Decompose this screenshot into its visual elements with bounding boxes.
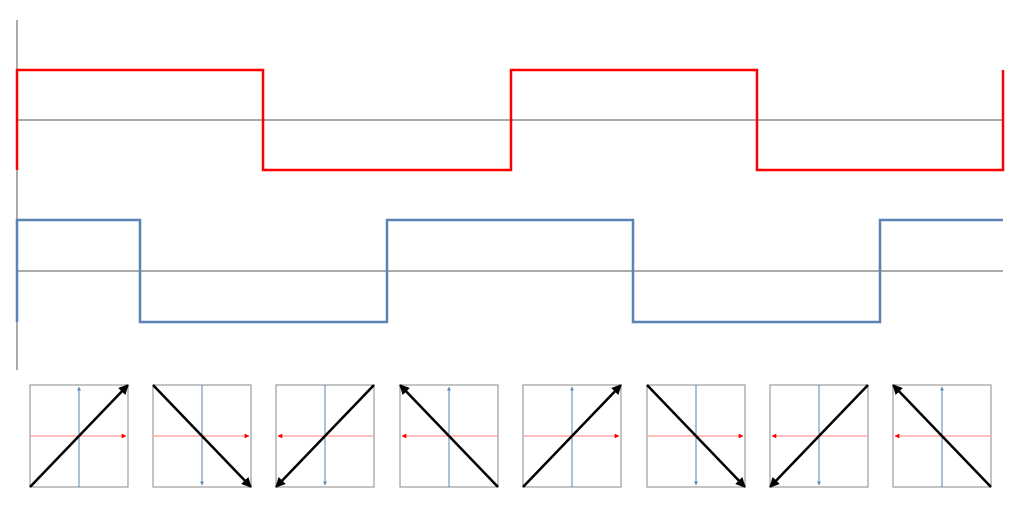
resultant-vector-arrow bbox=[522, 384, 622, 488]
red-square-wave bbox=[15, 68, 1005, 172]
resultant-vector-arrow bbox=[275, 384, 375, 488]
resultant-vector-arrow bbox=[399, 384, 499, 488]
phase-box bbox=[769, 384, 869, 488]
phase-vector-boxes bbox=[29, 384, 992, 488]
phase-box bbox=[152, 384, 252, 488]
resultant-vector-arrow bbox=[29, 384, 129, 488]
resultant-vector-arrow bbox=[892, 384, 992, 488]
blue-square-wave bbox=[15, 218, 1003, 324]
resultant-vector-arrow bbox=[152, 384, 252, 488]
phase-box bbox=[646, 384, 746, 488]
phase-box bbox=[275, 384, 375, 488]
phase-box bbox=[399, 384, 499, 488]
phase-box bbox=[29, 384, 129, 488]
resultant-vector-arrow bbox=[769, 384, 869, 488]
resultant-vector-arrow bbox=[646, 384, 746, 488]
phase-box bbox=[522, 384, 622, 488]
phase-box bbox=[892, 384, 992, 488]
